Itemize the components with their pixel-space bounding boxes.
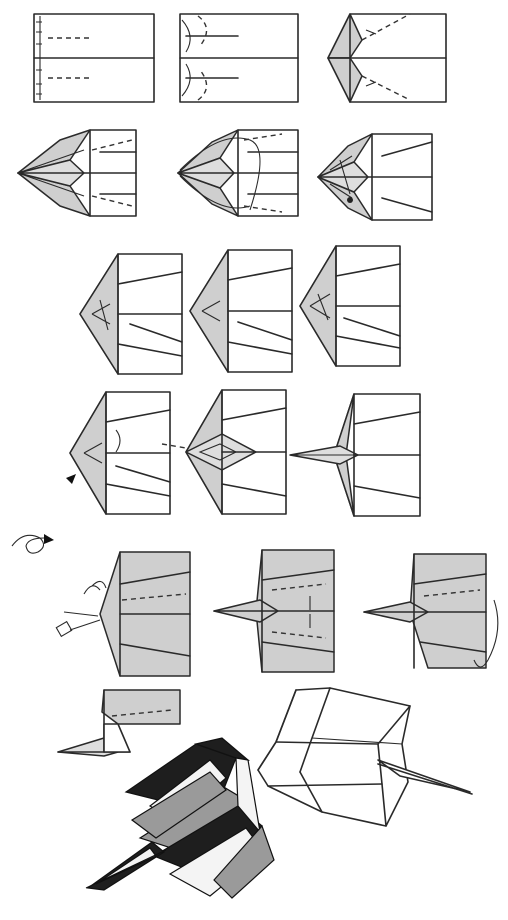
step-2 [180,14,298,102]
step-9 [300,246,400,366]
step-5 [178,130,298,216]
step-17 [258,688,472,826]
step-16 [58,690,180,756]
step-13 [56,552,190,676]
step-4 [18,130,136,216]
step-8 [190,250,292,372]
fold-arrow-icon [66,474,76,484]
step-3 [328,14,446,102]
step-6 [318,134,432,220]
step-7 [80,254,182,374]
step-11 [162,390,286,514]
step-12 [290,394,420,516]
step-14 [214,550,334,672]
turn-over-icon [12,534,54,553]
step-15 [364,554,498,668]
step-18 [86,738,274,898]
step-10 [66,392,170,514]
finished-plane-icon [86,738,274,898]
step-1 [34,14,154,102]
